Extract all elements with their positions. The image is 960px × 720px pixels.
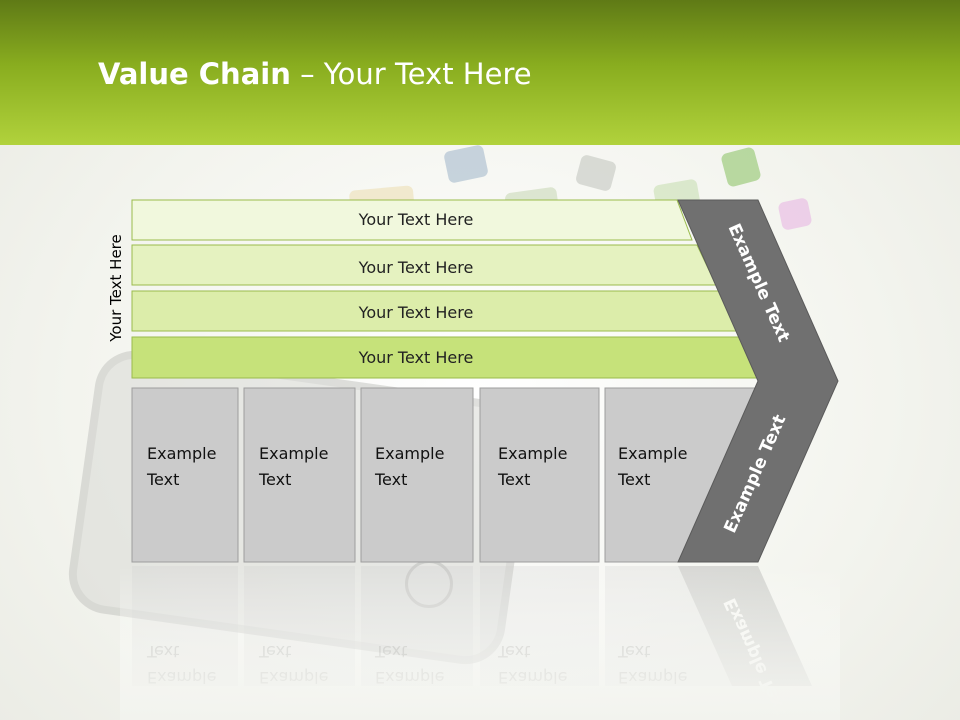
box-4-line1: Example (498, 444, 567, 463)
title-rest: – Your Text Here (290, 57, 532, 91)
box-2 (243, 387, 356, 563)
box-2-line2: Text (258, 470, 291, 489)
title-bold: Value Chain (98, 57, 291, 91)
box-5-line1: Example (618, 444, 687, 463)
box-1 (131, 387, 239, 563)
margin-chevron: Example Text Example Text (677, 199, 839, 563)
box-4-line2: Text (497, 470, 530, 489)
chevron-shape (677, 199, 839, 563)
reflection-fade (120, 566, 840, 720)
primary-boxes: Example Text Example Text Example Text E… (131, 387, 761, 563)
box-3-line1: Example (375, 444, 444, 463)
band-2-label: Your Text Here (358, 258, 474, 277)
box-3-line2: Text (374, 470, 407, 489)
band-3-label: Your Text Here (358, 303, 474, 322)
band-1-label: Your Text Here (358, 210, 474, 229)
box-2-line1: Example (259, 444, 328, 463)
box-1-line1: Example (147, 444, 216, 463)
box-3 (360, 387, 474, 563)
header-bar (0, 0, 960, 145)
support-bands: Your Text Here Your Text Here Your Text … (131, 199, 763, 379)
box-4 (479, 387, 600, 563)
slide-title: Value Chain – Your Text Here (98, 56, 532, 92)
band-4-label: Your Text Here (358, 348, 474, 367)
box-5-line2: Text (617, 470, 650, 489)
band-1 (131, 199, 693, 241)
box-1-line2: Text (146, 470, 179, 489)
